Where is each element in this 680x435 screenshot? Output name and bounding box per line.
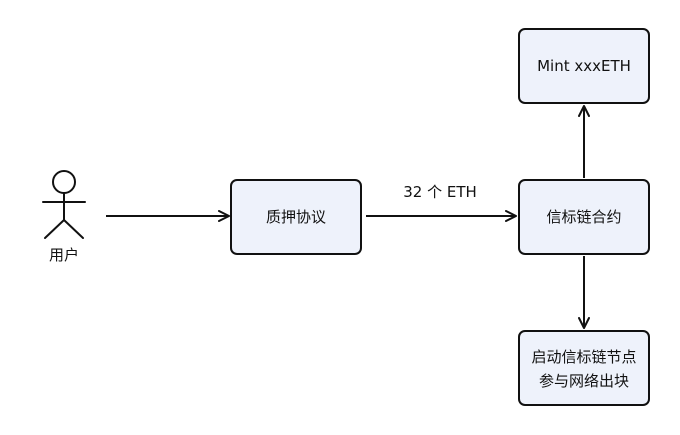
node-beacon-node-line2: 参与网络出块 <box>539 372 629 390</box>
node-staking-protocol-label: 质押协议 <box>266 208 326 226</box>
node-beacon-contract-label: 信标链合约 <box>546 208 621 226</box>
person-icon <box>42 170 86 239</box>
node-mint: Mint xxxETH <box>518 28 650 104</box>
node-beacon-node: 启动信标链节点 参与网络出块 <box>518 330 650 406</box>
user-label: 用户 <box>49 246 79 264</box>
user-actor: 用户 <box>42 170 86 264</box>
node-staking-protocol: 质押协议 <box>230 179 362 255</box>
node-mint-label: Mint xxxETH <box>537 57 631 75</box>
node-beacon-node-line1: 启动信标链节点 <box>531 348 636 366</box>
node-beacon-contract: 信标链合约 <box>518 179 650 255</box>
edge-label-32-eth: 32 个 ETH <box>403 183 477 201</box>
